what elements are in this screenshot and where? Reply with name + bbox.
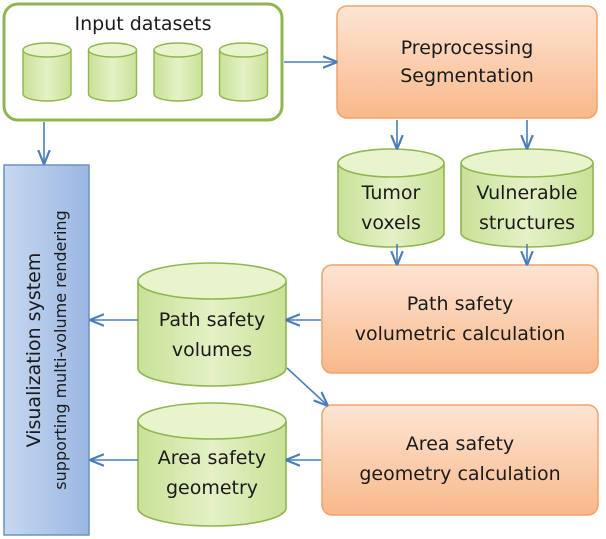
vulnerable-structures-cylinder: Vulnerable structures (460, 148, 594, 248)
vulnerable-structures-label-line2: structures (479, 212, 575, 234)
dataset-cylinder (22, 42, 72, 102)
path-safety-volumes-cylinder-top (137, 262, 287, 300)
tumor-voxels-label-line2: voxels (361, 212, 421, 234)
area-safety-calc-box: Area safety geometry calculation (321, 404, 599, 516)
tumor-voxels-cylinder-body (337, 163, 445, 248)
dataset-cylinder (218, 42, 269, 102)
tumor-voxels-cylinder-top (337, 148, 445, 178)
path-safety-calc-label-line2: volumetric calculation (355, 323, 566, 345)
area-safety-geometry-cylinder: Area safety geometry (137, 402, 287, 527)
dataset-cylinder-body (218, 50, 269, 102)
vulnerable-structures-label-line1: Vulnerable (476, 182, 577, 204)
dataset-cylinder-body (87, 50, 138, 102)
arrow-path-volumes-to-area-calc (286, 367, 327, 405)
preprocessing-label-line2: Segmentation (400, 65, 534, 87)
area-safety-geometry-label-line1: Area safety (158, 447, 266, 469)
visualization-title: Visualization system (23, 253, 45, 448)
path-safety-volumes-cylinder-body (137, 281, 287, 387)
area-safety-geometry-cylinder-body (137, 421, 287, 527)
visualization-system-box: Visualization system supporting multi-vo… (3, 164, 90, 536)
preprocessing-box: Preprocessing Segmentation (336, 5, 598, 119)
input-datasets-label: Input datasets (75, 13, 212, 35)
path-safety-volumes-cylinder: Path safety volumes (137, 262, 287, 387)
dataset-cylinder-top (153, 42, 203, 58)
area-safety-geometry-cylinder-top (137, 402, 287, 440)
preprocessing-label-line1: Preprocessing (401, 37, 534, 59)
tumor-voxels-label-line1: Tumor (361, 182, 421, 204)
input-dataset-cylinders (22, 42, 269, 102)
dataset-cylinder-body (22, 50, 72, 102)
arrows (44, 62, 527, 460)
dataset-cylinder (153, 42, 203, 102)
dataset-cylinder-top (87, 42, 138, 58)
path-safety-volumes-label-line1: Path safety (159, 309, 265, 331)
vulnerable-structures-cylinder-top (460, 148, 594, 178)
tumor-voxels-cylinder: Tumor voxels (337, 148, 445, 248)
area-safety-geometry-label-line2: geometry (166, 477, 258, 499)
area-safety-calc-label-line2: geometry calculation (359, 463, 560, 485)
area-safety-calc-label-line1: Area safety (406, 433, 514, 455)
visualization-subtitle: supporting multi-volume rendering (51, 210, 70, 489)
input-datasets-box: Input datasets (2, 2, 284, 122)
dataset-cylinder-body (153, 50, 203, 102)
path-safety-calc-box: Path safety volumetric calculation (321, 264, 599, 374)
dataset-cylinder (87, 42, 138, 102)
path-safety-calc-label-line1: Path safety (407, 293, 513, 315)
path-safety-volumes-label-line2: volumes (172, 339, 252, 361)
dataset-cylinder-top (218, 42, 269, 58)
dataset-cylinder-top (22, 42, 72, 58)
